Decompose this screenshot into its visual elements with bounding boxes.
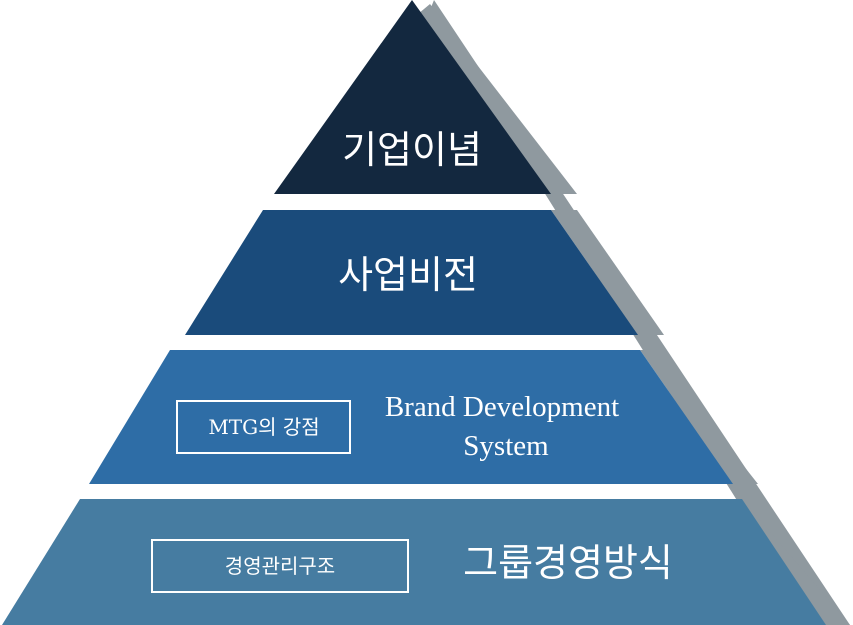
tier-3-tag-label: MTG의 강점	[208, 415, 319, 439]
tier-3-tag-box	[176, 400, 351, 454]
tier-4-title: 그룹경영방식	[463, 541, 673, 585]
tier-4-shape	[2, 499, 826, 625]
tier-2-shape	[185, 210, 638, 335]
tier-2-title: 사업비전	[338, 253, 478, 297]
tier-1-shape	[274, 0, 551, 194]
tier-3-title-line1: Brand Development	[385, 391, 619, 423]
tier-2-shadow	[551, 210, 664, 335]
tier-1-shadow	[418, 4, 577, 194]
tier-3-title-line2: System	[463, 430, 549, 462]
tier-3-shape	[89, 350, 733, 484]
tier-4-tag-box	[151, 539, 409, 593]
tier-1-title: 기업이념	[342, 128, 482, 172]
tier-4-tag-label: 경영관리구조	[225, 554, 335, 578]
tier-3-shadow	[640, 350, 758, 484]
